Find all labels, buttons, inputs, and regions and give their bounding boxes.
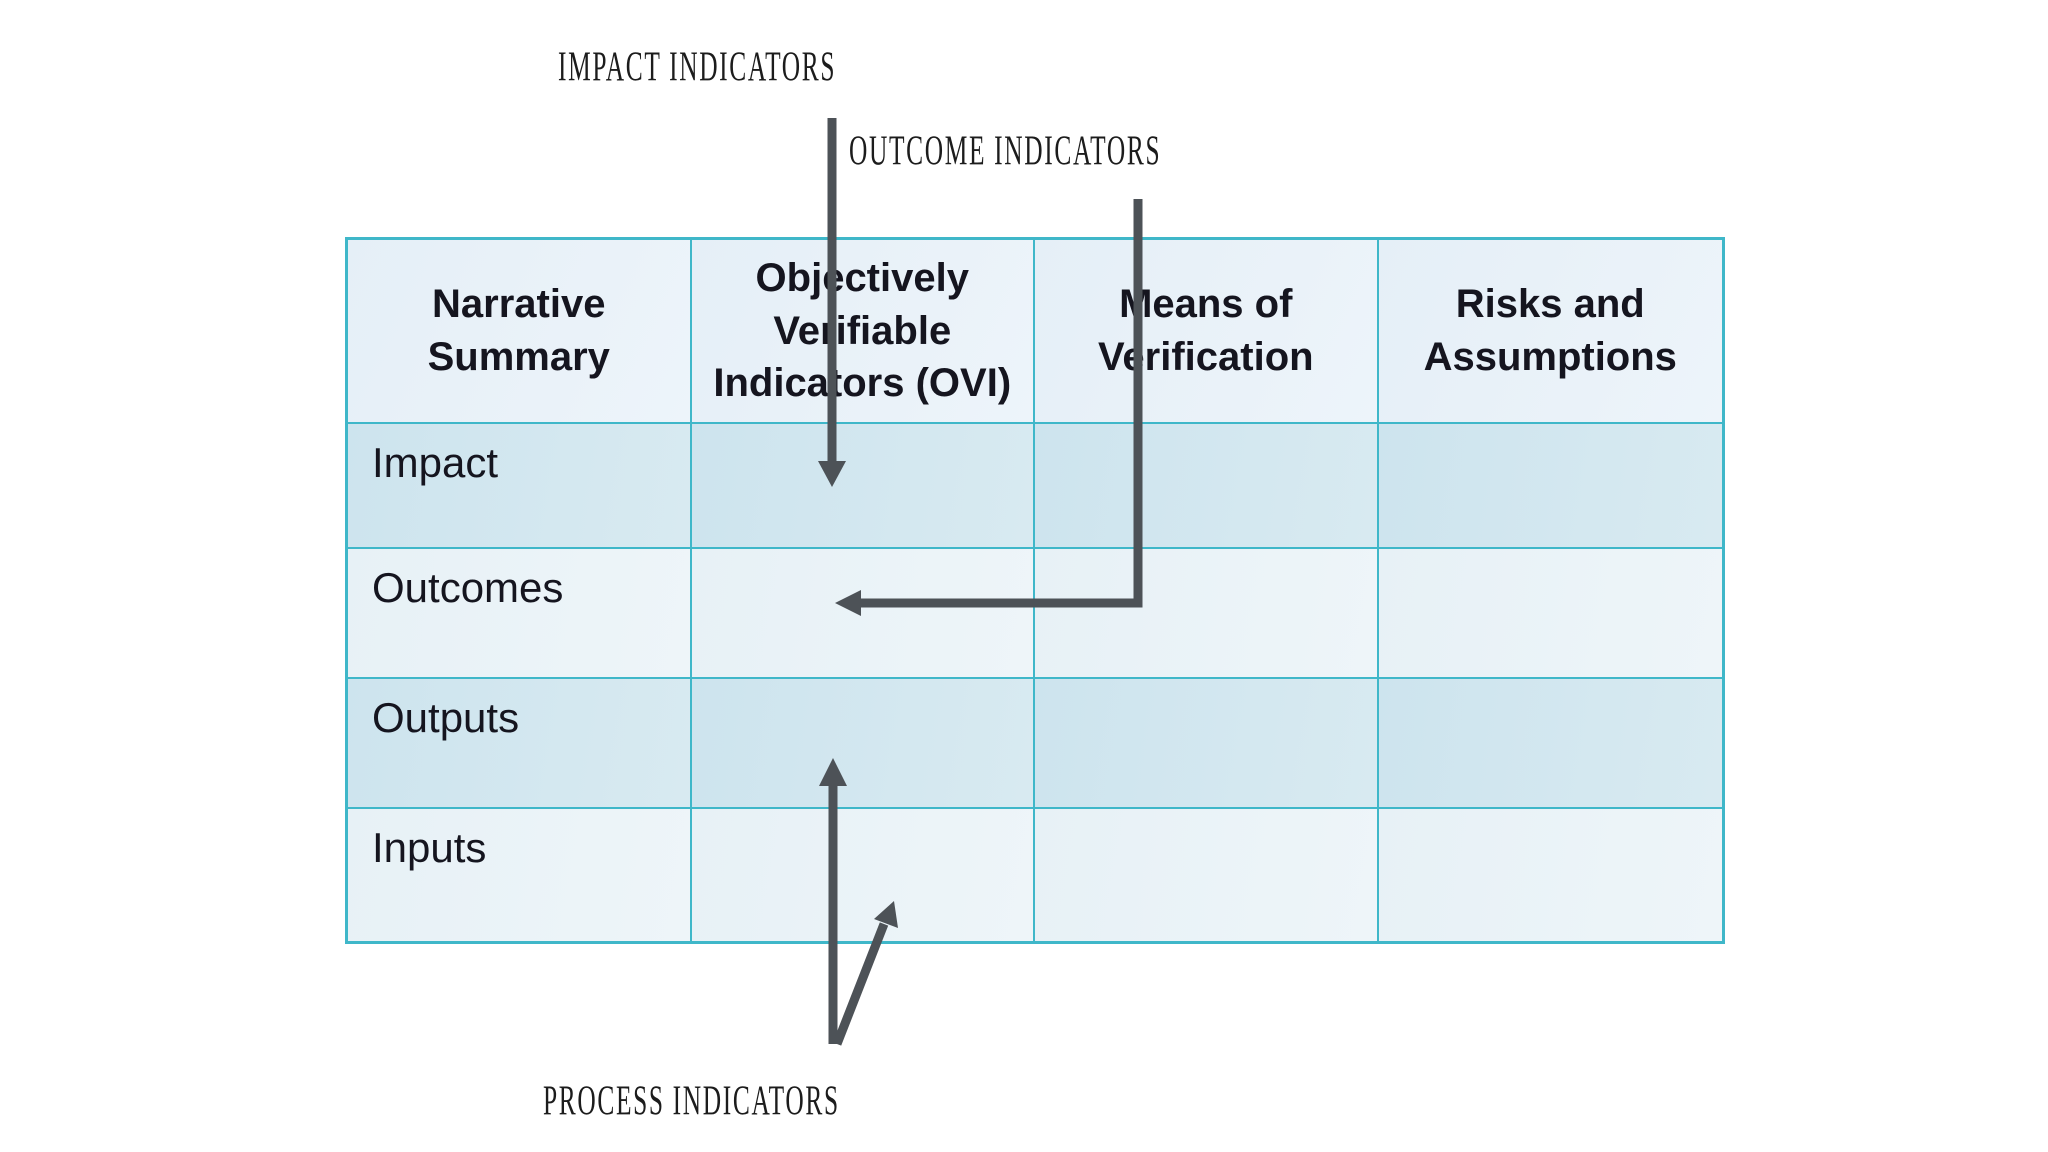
cell-outputs-mov: [1035, 679, 1379, 809]
header-cell-means-of-verification: Means of Verification: [1035, 240, 1379, 424]
impact-indicators-label: IMPACT INDICATORS: [558, 42, 837, 91]
cell-impact-ovi: [691, 424, 1035, 549]
cell-impact-mov: [1035, 424, 1379, 549]
process-indicators-label: PROCESS INDICATORS: [543, 1076, 840, 1125]
header-cell-ovi: Objectively Verifiable Indicators (OVI): [691, 240, 1035, 424]
cell-impact-risks: [1378, 424, 1722, 549]
row-label-impact: Impact: [348, 424, 692, 549]
cell-outcomes-ovi: [691, 549, 1035, 679]
header-cell-narrative-summary: Narrative Summary: [348, 240, 692, 424]
cell-inputs-mov: [1035, 809, 1379, 941]
header-cell-risks-assumptions: Risks and Assumptions: [1378, 240, 1722, 424]
row-label-outputs: Outputs: [348, 679, 692, 809]
logframe-table: Narrative Summary Objectively Verifiable…: [345, 237, 1725, 944]
cell-inputs-ovi: [691, 809, 1035, 941]
row-label-outcomes: Outcomes: [348, 549, 692, 679]
outcome-indicators-label: OUTCOME INDICATORS: [849, 126, 1162, 175]
cell-outcomes-risks: [1378, 549, 1722, 679]
cell-outputs-ovi: [691, 679, 1035, 809]
cell-outcomes-mov: [1035, 549, 1379, 679]
cell-outputs-risks: [1378, 679, 1722, 809]
row-label-inputs: Inputs: [348, 809, 692, 941]
cell-inputs-risks: [1378, 809, 1722, 941]
